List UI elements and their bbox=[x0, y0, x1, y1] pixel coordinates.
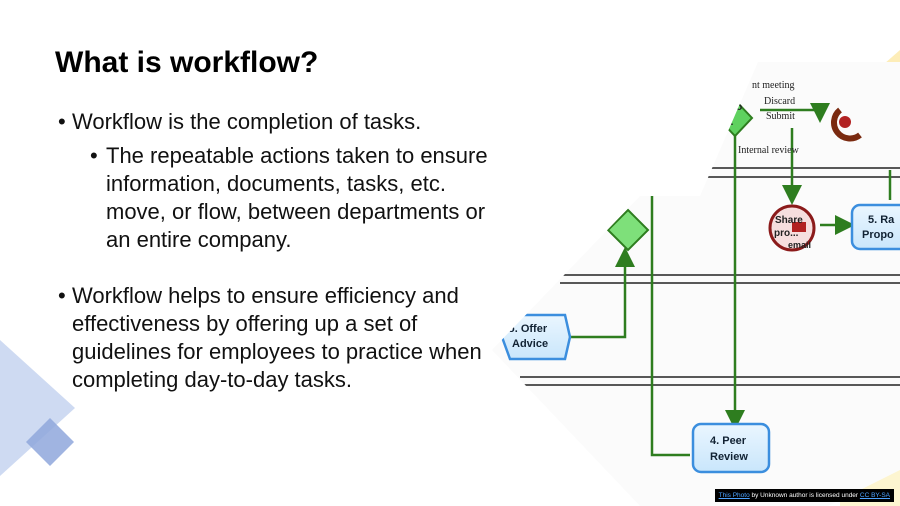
propose-label-top: po bbox=[730, 102, 742, 113]
bullet-icon: • bbox=[58, 283, 66, 308]
share-label-bottom: pro... bbox=[774, 228, 799, 239]
email-label: email bbox=[788, 240, 811, 250]
end-arc-shape bbox=[831, 107, 862, 142]
bullet-list: • Workflow is the completion of tasks. •… bbox=[58, 108, 498, 394]
meeting-label: nt meeting bbox=[752, 80, 795, 91]
rate-proposal-box bbox=[850, 203, 900, 251]
attribution-text: by Unknown author is licensed under bbox=[749, 492, 860, 499]
discard-label: Discard bbox=[764, 96, 795, 107]
diagram-image: Share pro... email 5. Ra Propo o. Offer … bbox=[492, 62, 900, 506]
bullet-text: Workflow is the completion of tasks. bbox=[72, 109, 422, 134]
bullet-icon: • bbox=[58, 109, 66, 134]
peer-label-top: 4. Peer bbox=[710, 435, 747, 447]
sub-bullet-item: • The repeatable actions taken to ensure… bbox=[90, 142, 498, 254]
sub-bullet-text: The repeatable actions taken to ensure i… bbox=[106, 143, 488, 252]
internal-review-label: Internal review bbox=[738, 145, 800, 156]
offer-label-bottom: Advice bbox=[512, 338, 548, 350]
rate-label-bottom: Propo bbox=[862, 229, 894, 241]
image-attribution: This Photo by Unknown author is licensed… bbox=[714, 489, 894, 502]
offer-label-top: o. Offer bbox=[508, 323, 548, 335]
bullet-icon: • bbox=[90, 143, 98, 168]
offer-advice-box bbox=[500, 313, 572, 361]
rate-label-top: 5. Ra bbox=[868, 214, 895, 226]
bullet-item: • Workflow is the completion of tasks. bbox=[58, 108, 498, 136]
decision-diamond bbox=[606, 208, 650, 252]
bullet-text: Workflow helps to ensure efficiency and … bbox=[72, 283, 482, 392]
submit-label: Submit bbox=[766, 111, 795, 122]
photo-link[interactable]: This Photo bbox=[718, 492, 750, 499]
peer-review-box bbox=[691, 422, 771, 474]
license-link[interactable]: CC BY-SA bbox=[859, 492, 890, 499]
slide-title: What is workflow? bbox=[55, 46, 319, 79]
bullet-item: • Workflow helps to ensure efficiency an… bbox=[58, 282, 498, 394]
flow-arrows bbox=[570, 103, 892, 457]
share-label-top: Share bbox=[775, 215, 803, 226]
propose-label-bottom: al ... bbox=[714, 117, 734, 128]
peer-label-bottom: Review bbox=[710, 451, 748, 463]
